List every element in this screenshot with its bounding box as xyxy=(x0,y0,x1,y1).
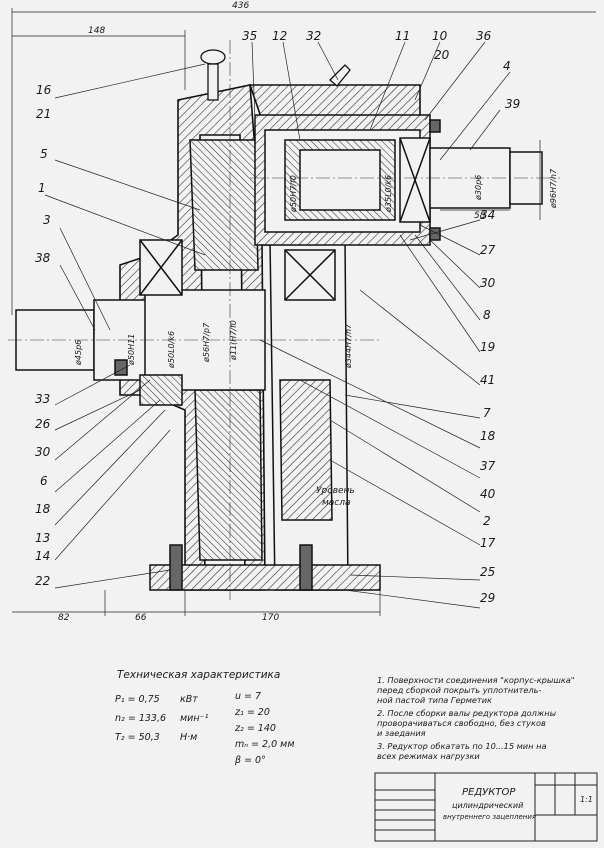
dim-82: 82 xyxy=(58,613,70,623)
spec-beta: β = 0° xyxy=(235,755,266,766)
title-block-scale: 1:1 xyxy=(580,795,593,804)
spec-n2: n₂ = 133,6 xyxy=(115,713,167,724)
fit-35: ø35L0/k6 xyxy=(384,174,393,212)
spec-title: Техническая характеристика xyxy=(117,669,281,681)
oil-level-2: масла xyxy=(322,498,351,508)
title-block-name: РЕДУКТОР xyxy=(462,787,516,798)
callout-2: 2 xyxy=(483,514,491,528)
fit-30: ø30p6 xyxy=(474,174,483,200)
callout-30-right: 30 xyxy=(480,276,496,290)
note-line: 1. Поверхности соединения "корпус-крышка… xyxy=(377,675,575,685)
callout-27: 27 xyxy=(480,243,496,257)
dim-66: 66 xyxy=(135,613,147,623)
title-block-frame xyxy=(374,772,598,842)
dim-58: 58 xyxy=(474,211,486,221)
callout-12: 12 xyxy=(272,29,288,43)
callout-6: 6 xyxy=(40,474,48,488)
callout-25: 25 xyxy=(480,565,496,579)
breather xyxy=(200,49,351,101)
spec-p1-unit: кВт xyxy=(180,694,198,705)
leader-lines xyxy=(44,41,511,609)
callout-34: 34 xyxy=(480,208,496,222)
callout-11: 11 xyxy=(395,29,411,43)
callout-30-left: 30 xyxy=(35,445,51,459)
callout-32: 32 xyxy=(306,29,322,43)
fit-11: ø11(H7/f0 xyxy=(229,320,238,360)
callout-1: 1 xyxy=(38,181,46,195)
callout-8: 8 xyxy=(483,308,491,322)
callout-29: 29 xyxy=(480,591,496,605)
note-line: всех режимах нагрузки xyxy=(377,751,480,761)
base-flange xyxy=(149,544,381,591)
callout-40: 40 xyxy=(480,487,496,501)
note-line: проворачиваться свободно, без стуков xyxy=(377,718,546,728)
callout-5: 5 xyxy=(40,147,48,161)
title-block-subtype: внутреннего зацепления xyxy=(443,813,537,821)
spec-u: u = 7 xyxy=(235,691,262,702)
spec-t2: T₂ = 50,3 xyxy=(115,732,160,743)
note-line: 3. Редуктор обкатать по 10...15 мин на xyxy=(377,741,547,751)
input-shaft-cover xyxy=(254,114,543,246)
callout-3: 3 xyxy=(43,213,51,227)
fit-344: ø344H7/h7 xyxy=(344,323,353,368)
dim-overall: 436 xyxy=(232,1,250,11)
callout-7: 7 xyxy=(483,406,491,420)
callout-33: 33 xyxy=(35,392,51,406)
callout-41: 41 xyxy=(480,373,496,387)
note-line: перед сборкой покрыть уплотнитель- xyxy=(377,685,542,695)
dim-left: 148 xyxy=(88,26,106,36)
note-line: 2. После сборки валы редуктора должны xyxy=(377,708,557,718)
callout-19: 19 xyxy=(480,340,496,354)
callout-13: 13 xyxy=(35,531,51,545)
spec-z1: z₁ = 20 xyxy=(235,707,270,718)
oil-level-1: Уровень xyxy=(316,486,355,496)
callout-16: 16 xyxy=(36,83,52,97)
center-lines xyxy=(8,40,560,600)
callout-26: 26 xyxy=(35,417,51,431)
callout-36: 36 xyxy=(476,29,492,43)
title-block-type: цилиндрический xyxy=(452,801,524,810)
internal-gear xyxy=(189,139,349,591)
callout-18-right: 18 xyxy=(480,429,496,443)
note-line: ной пастой типа Герметик xyxy=(377,695,492,705)
dim-170: 170 xyxy=(262,613,280,623)
fit-50c: ø50H7/f0 xyxy=(289,175,298,212)
callout-21: 21 xyxy=(36,107,52,121)
callout-37: 37 xyxy=(480,459,496,473)
spec-n2-unit: мин⁻¹ xyxy=(180,713,209,724)
fit-50b: ø50L0/k6 xyxy=(167,330,176,368)
spec-mn: mₙ = 2,0 мм xyxy=(235,739,295,750)
callout-10: 10 xyxy=(432,29,448,43)
spec-z2: z₂ = 140 xyxy=(235,723,276,734)
callout-35: 35 xyxy=(242,29,258,43)
fit-56: ø56H7/p7 xyxy=(202,322,211,362)
callout-18-left: 18 xyxy=(35,502,51,516)
fit-50a: ø50H11 xyxy=(127,333,136,365)
callout-38: 38 xyxy=(35,251,51,265)
callout-17: 17 xyxy=(480,536,496,550)
callout-22: 22 xyxy=(35,574,51,588)
callout-20: 20 xyxy=(434,48,450,62)
top-dimensions xyxy=(11,8,596,315)
note-line: и заедания xyxy=(377,728,426,738)
callout-14: 14 xyxy=(35,549,51,563)
bottom-dimensions xyxy=(12,140,541,616)
spec-t2-unit: Н·м xyxy=(180,732,198,743)
callout-39: 39 xyxy=(505,97,521,111)
fit-45: ø45p6 xyxy=(74,339,83,365)
callout-4: 4 xyxy=(503,59,511,73)
fit-96: ø96H7/h7 xyxy=(549,168,558,208)
spec-p1: P₁ = 0,75 xyxy=(115,694,160,705)
